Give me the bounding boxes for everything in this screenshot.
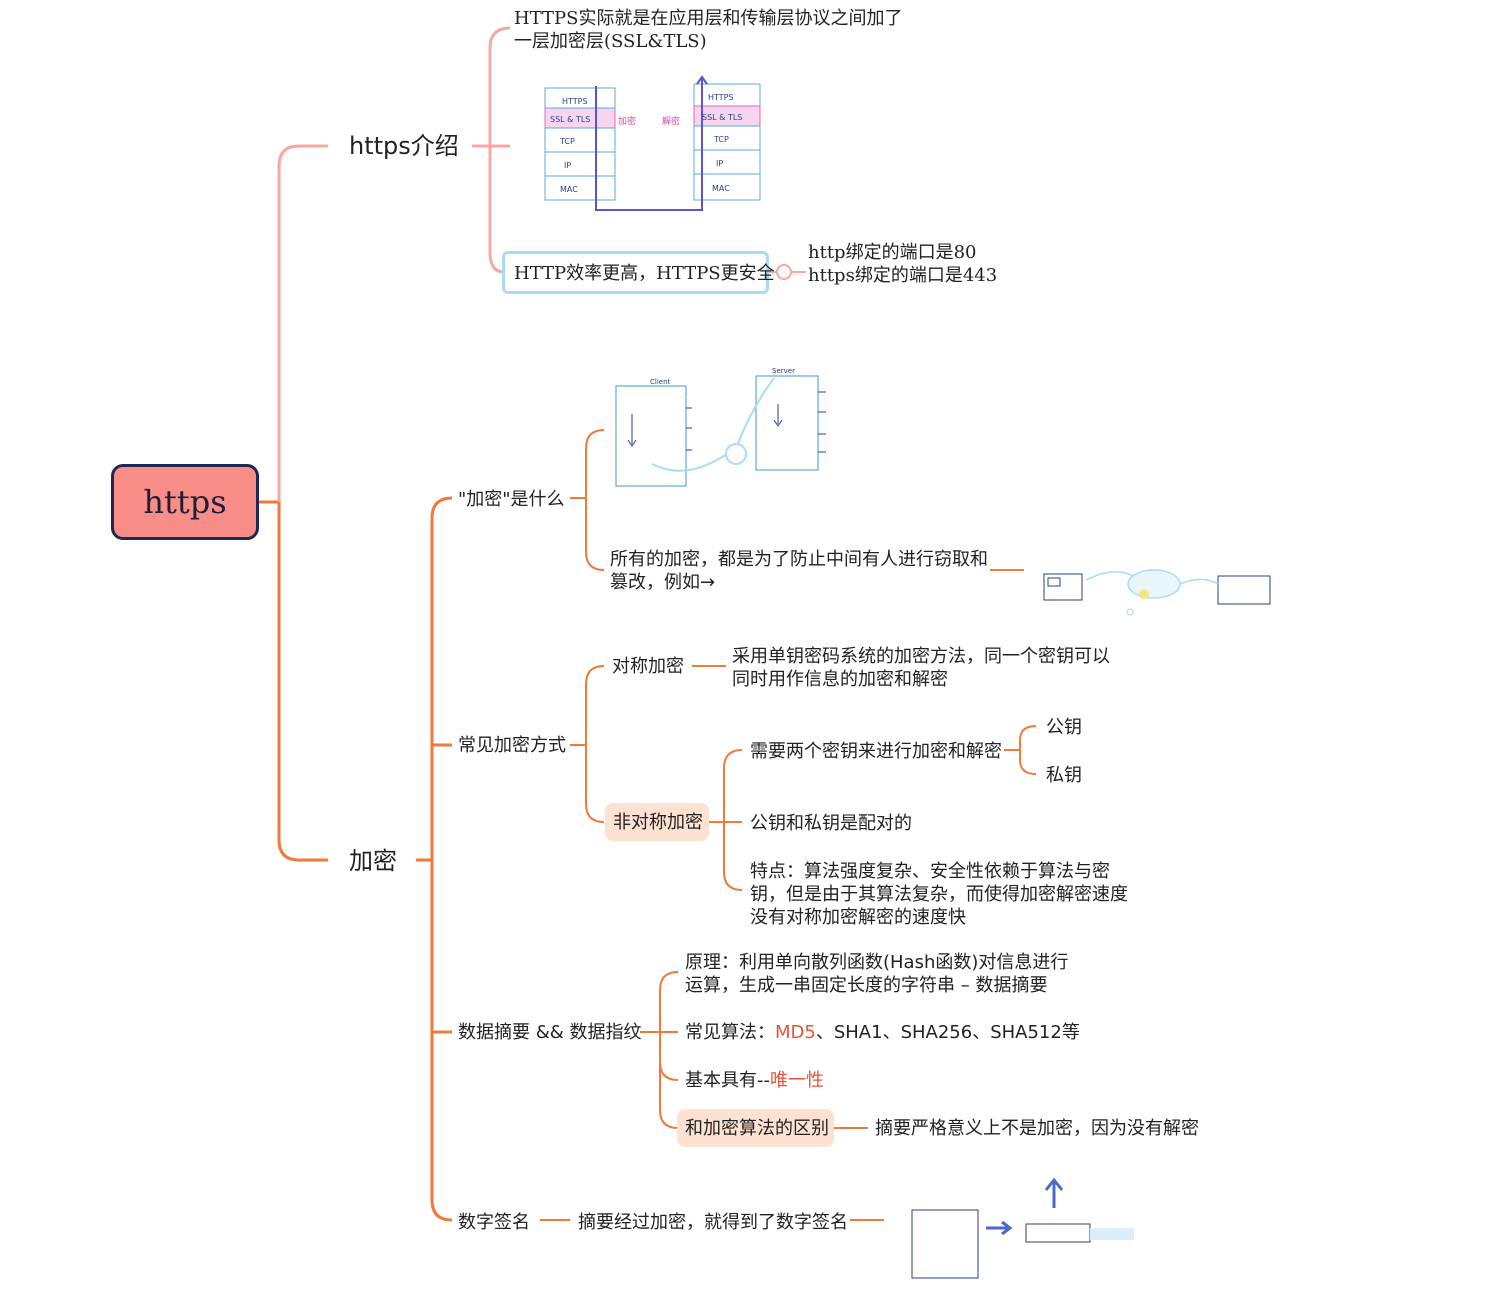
signature-desc: 摘要经过加密，就得到了数字签名 — [578, 1212, 848, 1233]
symmetric-node[interactable]: 对称加密 — [612, 656, 684, 677]
algos: 常见算法：MD5、SHA1、SHA256、SHA512等 — [685, 1022, 1080, 1043]
two-keys: 需要两个密钥来进行加密和解密 — [750, 741, 1002, 762]
left-layer-3: IP — [564, 161, 571, 170]
port-https: https绑定的端口是443 — [808, 265, 998, 286]
right-layer-4: MAC — [712, 184, 730, 193]
left-layer-2: TCP — [559, 137, 575, 146]
right-layer-3: IP — [716, 159, 723, 168]
digest-diff-box[interactable] — [677, 1109, 834, 1147]
algos-highlight: MD5 — [775, 1022, 816, 1043]
principle-line2: 运算，生成一串固定长度的字符串 – 数据摘要 — [685, 975, 1048, 996]
asymmetric-node-box[interactable] — [605, 803, 709, 841]
methods-node[interactable]: 常见加密方式 — [458, 735, 566, 756]
uniqueness: 基本具有--唯一性 — [685, 1070, 824, 1091]
symmetric-desc-line2: 同时用作信息的加密和解密 — [732, 669, 948, 690]
intro-desc-line1: HTTPS实际就是在应用层和传输层协议之间加了 — [514, 8, 903, 29]
left-layer-0: HTTPS — [562, 97, 588, 106]
mitm-sketch — [1043, 569, 1271, 616]
paired-keys: 公钥和私钥是配对的 — [750, 813, 912, 834]
compare-node: HTTP效率更高，HTTPS更安全 — [514, 263, 775, 284]
digest-diff: 和加密算法的区别 — [685, 1118, 829, 1139]
right-layer-2: TCP — [713, 135, 729, 144]
sketch-client-label: Client — [650, 378, 671, 386]
right-layer-0: HTTPS — [708, 93, 734, 102]
left-layer-1: SSL & TLS — [550, 115, 590, 124]
sketch-server-label: Server — [772, 367, 795, 375]
what-node[interactable]: "加密"是什么 — [458, 489, 565, 510]
protocol-layers-sketch: HTTPS SSL & TLS TCP IP MAC HTTPS SSL & T… — [544, 75, 761, 211]
crypto-node[interactable]: 加密 — [349, 847, 397, 875]
private-key: 私钥 — [1046, 765, 1082, 786]
compare-node-box[interactable] — [502, 251, 769, 294]
feature-line1: 特点：算法强度复杂、安全性依赖于算法与密 — [750, 861, 1110, 882]
digest-diff-desc: 摘要严格意义上不是加密，因为没有解密 — [875, 1118, 1199, 1139]
decrypt-mark: 解密 — [662, 115, 680, 127]
root-node[interactable]: https — [111, 464, 259, 540]
purpose-line2: 篡改，例如→ — [610, 572, 716, 593]
right-layer-1: SSL & TLS — [702, 113, 742, 122]
uniqueness-highlight: 唯一性 — [770, 1070, 824, 1091]
intro-node[interactable]: https介绍 — [349, 132, 459, 160]
intro-desc-line2: 一层加密层(SSL&TLS) — [514, 31, 707, 52]
symmetric-desc-line1: 采用单钥密码系统的加密方法，同一个密钥可以 — [732, 646, 1110, 667]
port-http: http绑定的端口是80 — [808, 242, 977, 263]
feature-line3: 没有对称加密解密的速度快 — [750, 907, 966, 928]
feature-line2: 钥，但是由于其算法复杂，而使得加密解密速度 — [750, 884, 1128, 905]
signature-node[interactable]: 数字签名 — [458, 1212, 530, 1233]
purpose-line1: 所有的加密，都是为了防止中间有人进行窃取和 — [610, 549, 988, 570]
asymmetric-node: 非对称加密 — [613, 812, 703, 833]
signature-sketch — [911, 1177, 1134, 1279]
encrypt-mark: 加密 — [618, 115, 636, 127]
client-server-sketch: Client Server — [615, 367, 826, 487]
left-layer-4: MAC — [560, 185, 578, 194]
digest-node[interactable]: 数据摘要 && 数据指纹 — [458, 1022, 642, 1043]
principle-line1: 原理：利用单向散列函数(Hash函数)对信息进行 — [685, 952, 1069, 973]
public-key: 公钥 — [1046, 717, 1082, 738]
